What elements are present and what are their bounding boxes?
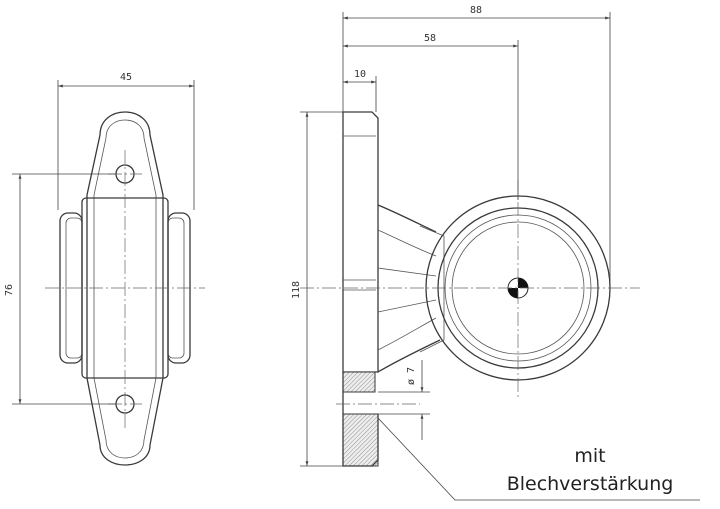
side-view [300,111,640,467]
dim-base-thickness-label: 10 [354,69,366,80]
dim-width-front-label: 45 [120,72,132,83]
side-arm-inner-lower [377,317,437,351]
side-arm-rib-2 [377,299,437,313]
dim-height: 118 [291,111,343,467]
dim-hole-diameter: ø 7 [378,360,430,440]
dim-hole-spacing-label: 76 [4,284,15,296]
side-section-hatch-upper [342,371,376,393]
note-line-2: Blechverstärkung [507,473,674,495]
side-arm-neck [419,225,445,353]
dim-total-length-label: 88 [470,5,482,16]
dim-hole-diameter-label: ø 7 [406,367,417,385]
dim-lens-center: 58 [343,33,519,200]
front-flange-outline [86,111,164,466]
note-leader-line [377,417,700,501]
side-lens-core [451,221,585,355]
side-arm-inner-upper [377,229,437,257]
side-arm-lower [377,339,441,373]
dim-hole-spacing: 76 [4,173,116,405]
front-view [45,111,205,466]
note-line-1: mit [574,445,605,467]
side-base-lower-outline [342,372,379,467]
dim-width-front: 45 [57,72,195,210]
dim-height-label: 118 [291,281,302,299]
side-base-plate [342,111,379,373]
dim-base-thickness: 10 [343,69,377,112]
dim-total-length: 88 [342,5,611,288]
side-arm-upper [377,204,437,233]
side-section-hatch-lower [342,413,379,467]
dim-lens-center-label: 58 [424,33,436,44]
front-flange-inner [93,119,157,459]
